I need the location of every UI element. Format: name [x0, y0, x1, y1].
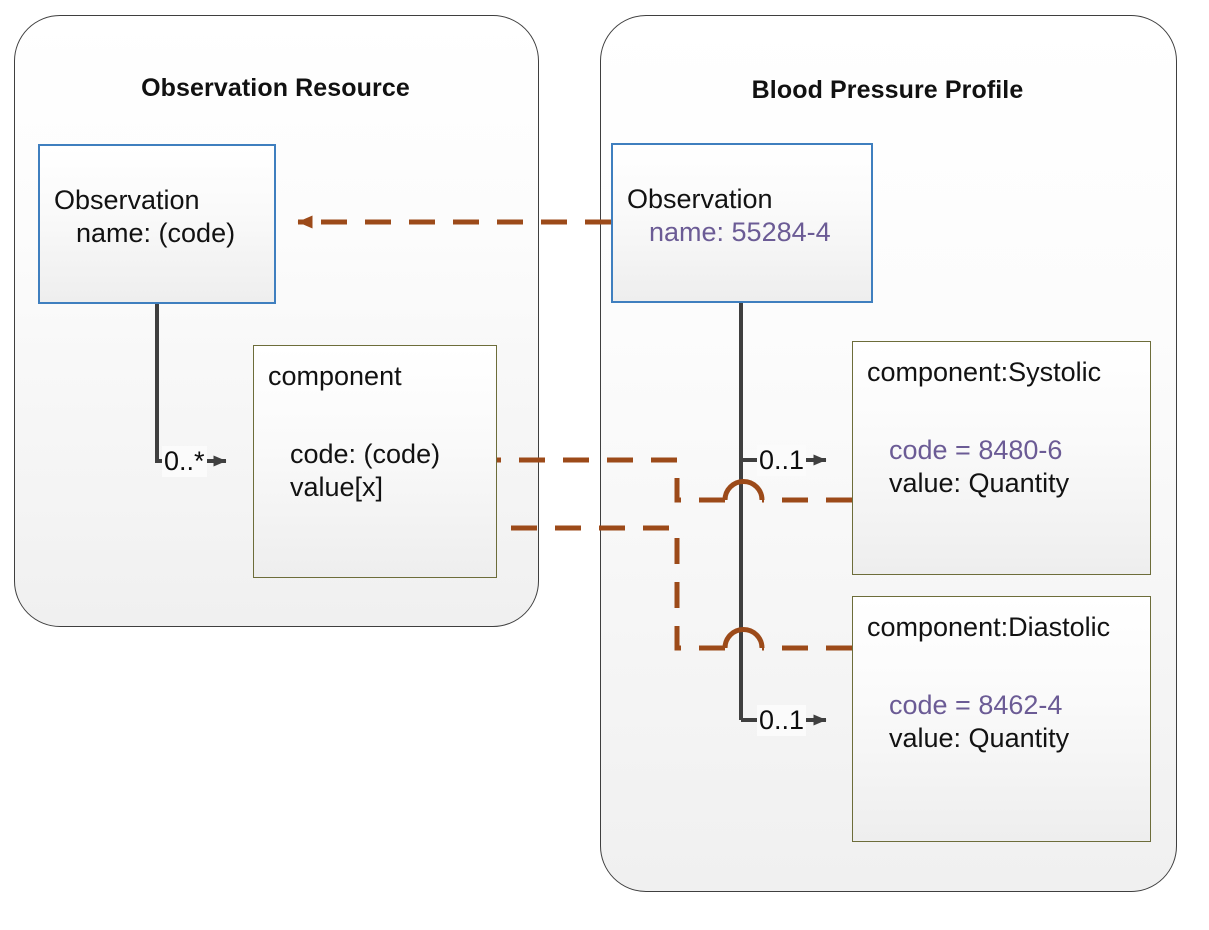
constraint-hop-arc-diastolic — [722, 627, 765, 649]
box-diastolic-name: component:Diastolic — [867, 612, 1111, 642]
box-diastolic-attr1: code = 8462-4 — [889, 690, 1063, 720]
panel-title-right: Blood Pressure Profile — [751, 76, 1024, 104]
box-observation-right[interactable]: Observation name: 55284-4 — [611, 143, 873, 303]
box-component-systolic[interactable]: component:Systolic code = 8480-6 value: … — [852, 341, 1151, 575]
box-systolic-attr2: value: Quantity — [889, 467, 1070, 498]
box-observation-left-name: Observation — [54, 185, 200, 215]
multiplicity-left-component-label: 0..* — [164, 446, 205, 476]
box-observation-left-attr: name: (code) — [76, 217, 236, 248]
box-observation-right-name: Observation — [627, 184, 773, 214]
box-component-attr1: code: (code) — [290, 439, 441, 469]
box-component-name: component — [268, 361, 402, 391]
panel-title-left: Observation Resource — [141, 74, 410, 102]
box-component-diastolic[interactable]: component:Diastolic code = 8462-4 value:… — [852, 596, 1151, 842]
box-systolic-attr1: code = 8480-6 — [889, 435, 1063, 465]
multiplicity-systolic-label: 0..1 — [759, 445, 805, 475]
multiplicity-diastolic: 0..1 — [757, 705, 807, 736]
multiplicity-diastolic-label: 0..1 — [759, 705, 805, 735]
box-diastolic-attr2: value: Quantity — [889, 722, 1070, 753]
box-systolic-name: component:Systolic — [867, 357, 1102, 387]
link-observation-component — [155, 303, 227, 467]
constraint-hop-arc-systolic — [722, 479, 765, 501]
box-component-left[interactable]: component code: (code) value[x] — [253, 345, 497, 578]
box-observation-left[interactable]: Observation name: (code) — [38, 144, 276, 304]
box-component-attr2: value[x] — [290, 471, 384, 502]
box-observation-right-attr: name: 55284-4 — [649, 216, 831, 247]
multiplicity-left-component: 0..* — [162, 446, 207, 477]
multiplicity-systolic: 0..1 — [757, 445, 807, 476]
